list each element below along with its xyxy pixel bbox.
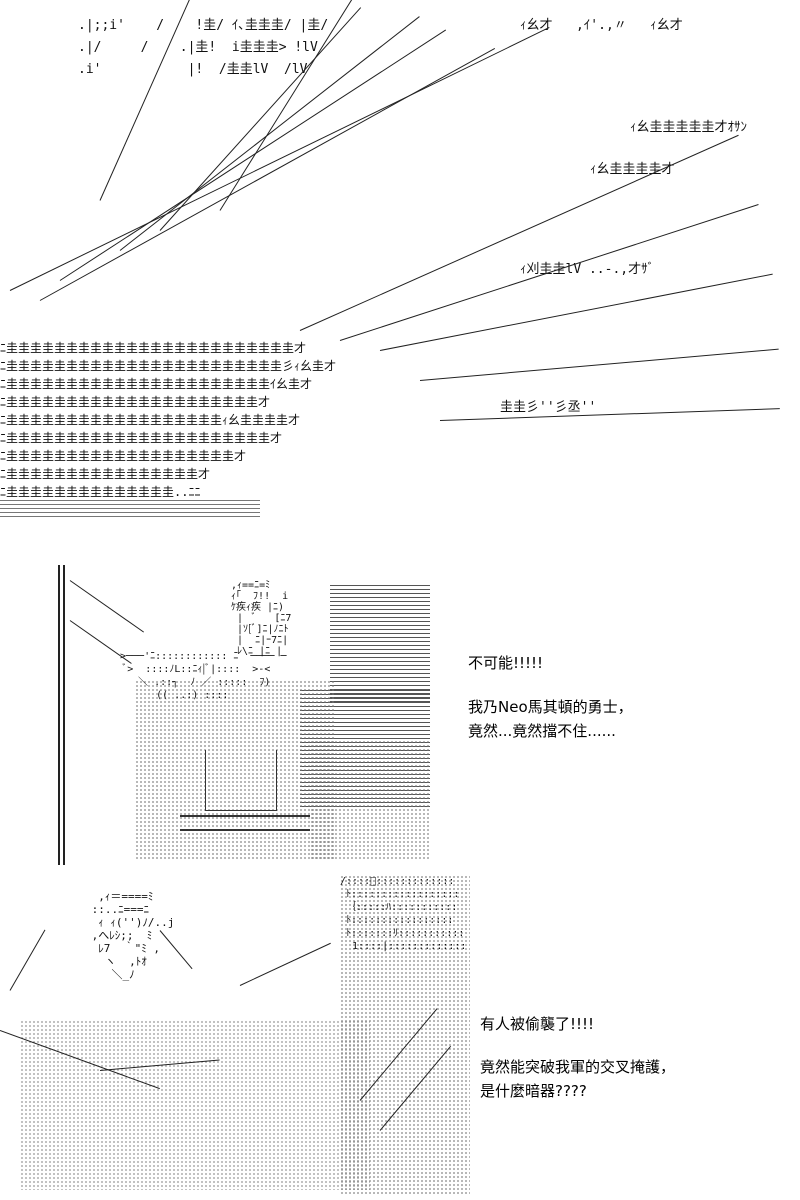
ascii-fragment-top-left-3: .i' |! /圭圭lV /lV <box>78 62 308 77</box>
speed-stroke <box>339 204 759 341</box>
speed-stroke <box>379 273 773 351</box>
speed-stroke <box>299 134 739 331</box>
dialogue-line: 有人被偷襲了!!!! <box>480 1015 595 1033</box>
ascii-fragment-top-left: .|;;i' / !圭/ ｲ､圭圭圭/ |圭/ <box>78 18 329 33</box>
ground-shading <box>20 1020 370 1190</box>
ascii-mass-row: ﾆ圭圭圭圭圭圭圭圭圭圭圭圭圭圭圭圭才 <box>0 467 211 481</box>
arm-stroke <box>69 580 145 633</box>
warrior-arms: >───'ﾆ:::::::::::: ﾆ ──── ─ ﾞ> ::::ﾉL::ﾆ… <box>120 651 287 701</box>
dialogue-line: 不可能!!!!! <box>468 654 544 672</box>
ascii-mass-row: ﾆ圭圭圭圭圭圭圭圭圭圭圭圭圭圭圭圭圭圭圭圭圭圭ｲ幺圭才 <box>0 377 313 391</box>
arm-stroke <box>239 942 331 986</box>
ascii-mass-row: ﾆ圭圭圭圭圭圭圭圭圭圭圭圭圭圭圭圭圭圭圭圭圭圭圭彡ｨ幺圭才 <box>0 359 337 373</box>
ascii-mass-row: ﾆ圭圭圭圭圭圭圭圭圭圭圭圭圭圭圭圭圭圭圭圭圭才 <box>0 395 271 409</box>
spear-pole <box>58 565 60 865</box>
soldier-head: ,ｨ＝====ﾐ ::..ﾆ===ﾆ ｨ ｨ('')ﾉ/..j ,へﾚｼ;; ﾐ… <box>85 890 175 981</box>
impact-lines <box>330 585 430 705</box>
dialogue-line: 竟然...竟然擋不住...... <box>468 722 616 740</box>
panel-warrior-struck: ,ｨ==ﾆ=ﾐ ｨ｢ ﾌ!! i ｹ疾ｨ疾 |ﾆ) | ﾞ [ﾆ7 |ｿ[ﾞ]ﾆ… <box>0 550 800 870</box>
ascii-fragment-top-left-2: .|/ / .|圭! i圭圭圭> !lV <box>78 40 318 55</box>
ascii-fragment-right-4: 圭圭彡''彡丞'' <box>500 400 597 415</box>
dialogue-line: 竟然能突破我軍的交叉掩護， <box>480 1058 676 1076</box>
dialogue-line: 我乃Neo馬其頓的勇士， <box>468 698 633 716</box>
cape-shading <box>310 740 430 860</box>
belt <box>180 815 310 831</box>
ascii-fragment-top-right: ｨ幺才 ,ｲ'.,〃 ｨ幺才 <box>520 18 683 33</box>
pillar-figure: /::::ﾞ::::::::::::: ﾄ:::::::::::::::::: … <box>340 876 467 952</box>
ascii-mass-row: ﾆ圭圭圭圭圭圭圭圭圭圭圭圭圭圭圭圭圭圭圭圭圭圭圭圭才 <box>0 341 307 355</box>
panel-speed-lines: .|;;i' / !圭/ ｲ､圭圭圭/ |圭/ .|/ / .|圭! i圭圭圭>… <box>0 0 800 530</box>
dialogue-line: 是什麼暗器???? <box>480 1082 587 1100</box>
ascii-mass-row: ﾆ圭圭圭圭圭圭圭圭圭圭圭圭圭圭圭圭圭圭ｨ幺圭圭圭圭才 <box>0 413 301 427</box>
mass-base-hatch <box>0 500 260 518</box>
speed-stroke <box>419 348 779 381</box>
spear-pole <box>63 565 65 865</box>
speed-stroke <box>439 408 780 421</box>
ascii-mass-row: ﾆ圭圭圭圭圭圭圭圭圭圭圭圭圭圭圭圭圭圭圭圭圭圭才 <box>0 431 283 445</box>
ascii-fragment-right: ｨ幺圭圭圭圭圭才ｵｻﾝ <box>630 120 748 135</box>
ascii-mass-row: ﾆ圭圭圭圭圭圭圭圭圭圭圭圭圭圭圭圭圭圭圭才 <box>0 449 247 463</box>
torso <box>205 750 277 811</box>
warrior-head: ,ｨ==ﾆ=ﾐ ｨ｢ ﾌ!! i ｹ疾ｨ疾 |ﾆ) | ﾞ [ﾆ7 |ｿ[ﾞ]ﾆ… <box>225 580 292 657</box>
arm-stroke <box>9 929 46 991</box>
ascii-mass-row: ﾆ圭圭圭圭圭圭圭圭圭圭圭圭圭圭..ﾆﾆ <box>0 485 201 499</box>
panel-ambush: ,ｨ＝====ﾐ ::..ﾆ===ﾆ ｨ ｨ('')ﾉ/..j ,へﾚｼ;; ﾐ… <box>0 870 800 1200</box>
